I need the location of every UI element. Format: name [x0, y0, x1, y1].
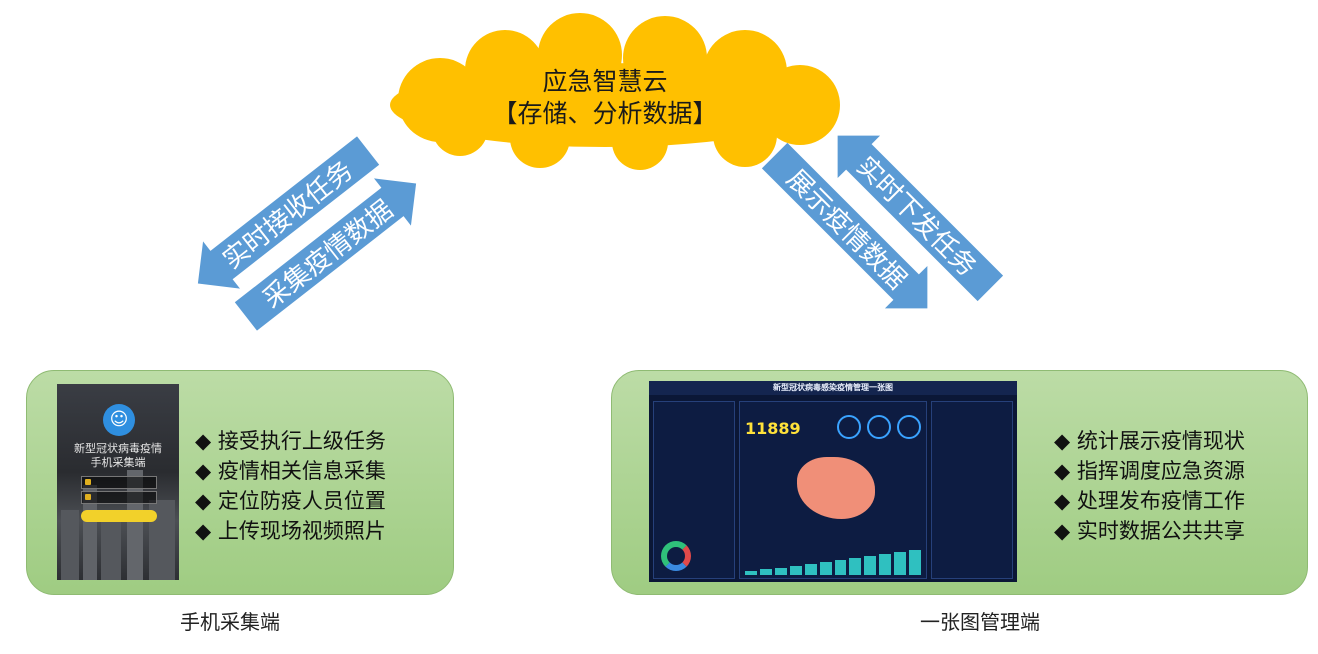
stat-ring: [867, 415, 891, 439]
cloud-subtitle: 【存储、分析数据】: [455, 98, 755, 130]
mask-logo-icon: ☺: [103, 404, 135, 436]
dashboard-right-panel: [931, 401, 1013, 579]
manager-caption: 一张图管理端: [870, 606, 1090, 635]
username-field: [81, 476, 157, 489]
mobile-feature: ◆ 接受执行上级任务: [195, 426, 386, 456]
mobile-caption: 手机采集端: [130, 606, 330, 635]
cloud-label: 应急智慧云 【存储、分析数据】: [455, 66, 755, 130]
dashboard-big-number: 11889: [745, 419, 801, 438]
manager-feature-list: ◆ 统计展示疫情现状 ◆ 指挥调度应急资源 ◆ 处理发布疫情工作 ◆ 实时数据公…: [1054, 426, 1245, 546]
mobile-app-subtitle: 手机采集端: [57, 456, 179, 469]
mobile-feature: ◆ 上传现场视频照片: [195, 516, 386, 546]
mini-bar-chart: [745, 549, 921, 575]
stat-ring: [837, 415, 861, 439]
mobile-feature-list: ◆ 接受执行上级任务 ◆ 疫情相关信息采集 ◆ 定位防疫人员位置 ◆ 上传现场视…: [195, 426, 386, 546]
dashboard-title: 新型冠状病毒感染疫情管理一张图: [649, 382, 1017, 393]
mobile-feature: ◆ 定位防疫人员位置: [195, 486, 386, 516]
manager-feature: ◆ 实时数据公共共享: [1054, 516, 1245, 546]
manager-feature: ◆ 统计展示疫情现状: [1054, 426, 1245, 456]
stat-ring: [897, 415, 921, 439]
manager-feature: ◆ 处理发布疫情工作: [1054, 486, 1245, 516]
login-button: [81, 510, 157, 522]
cloud-title: 应急智慧云: [455, 66, 755, 98]
manager-feature: ◆ 指挥调度应急资源: [1054, 456, 1245, 486]
mobile-feature: ◆ 疫情相关信息采集: [195, 456, 386, 486]
password-field: [81, 491, 157, 504]
mobile-app-screenshot: ☺ 新型冠状病毒疫情 手机采集端: [57, 384, 179, 580]
dashboard-screenshot: 新型冠状病毒感染疫情管理一张图 11889: [649, 381, 1017, 582]
donut-chart: [661, 541, 691, 571]
mobile-app-title: 新型冠状病毒疫情: [57, 442, 179, 455]
